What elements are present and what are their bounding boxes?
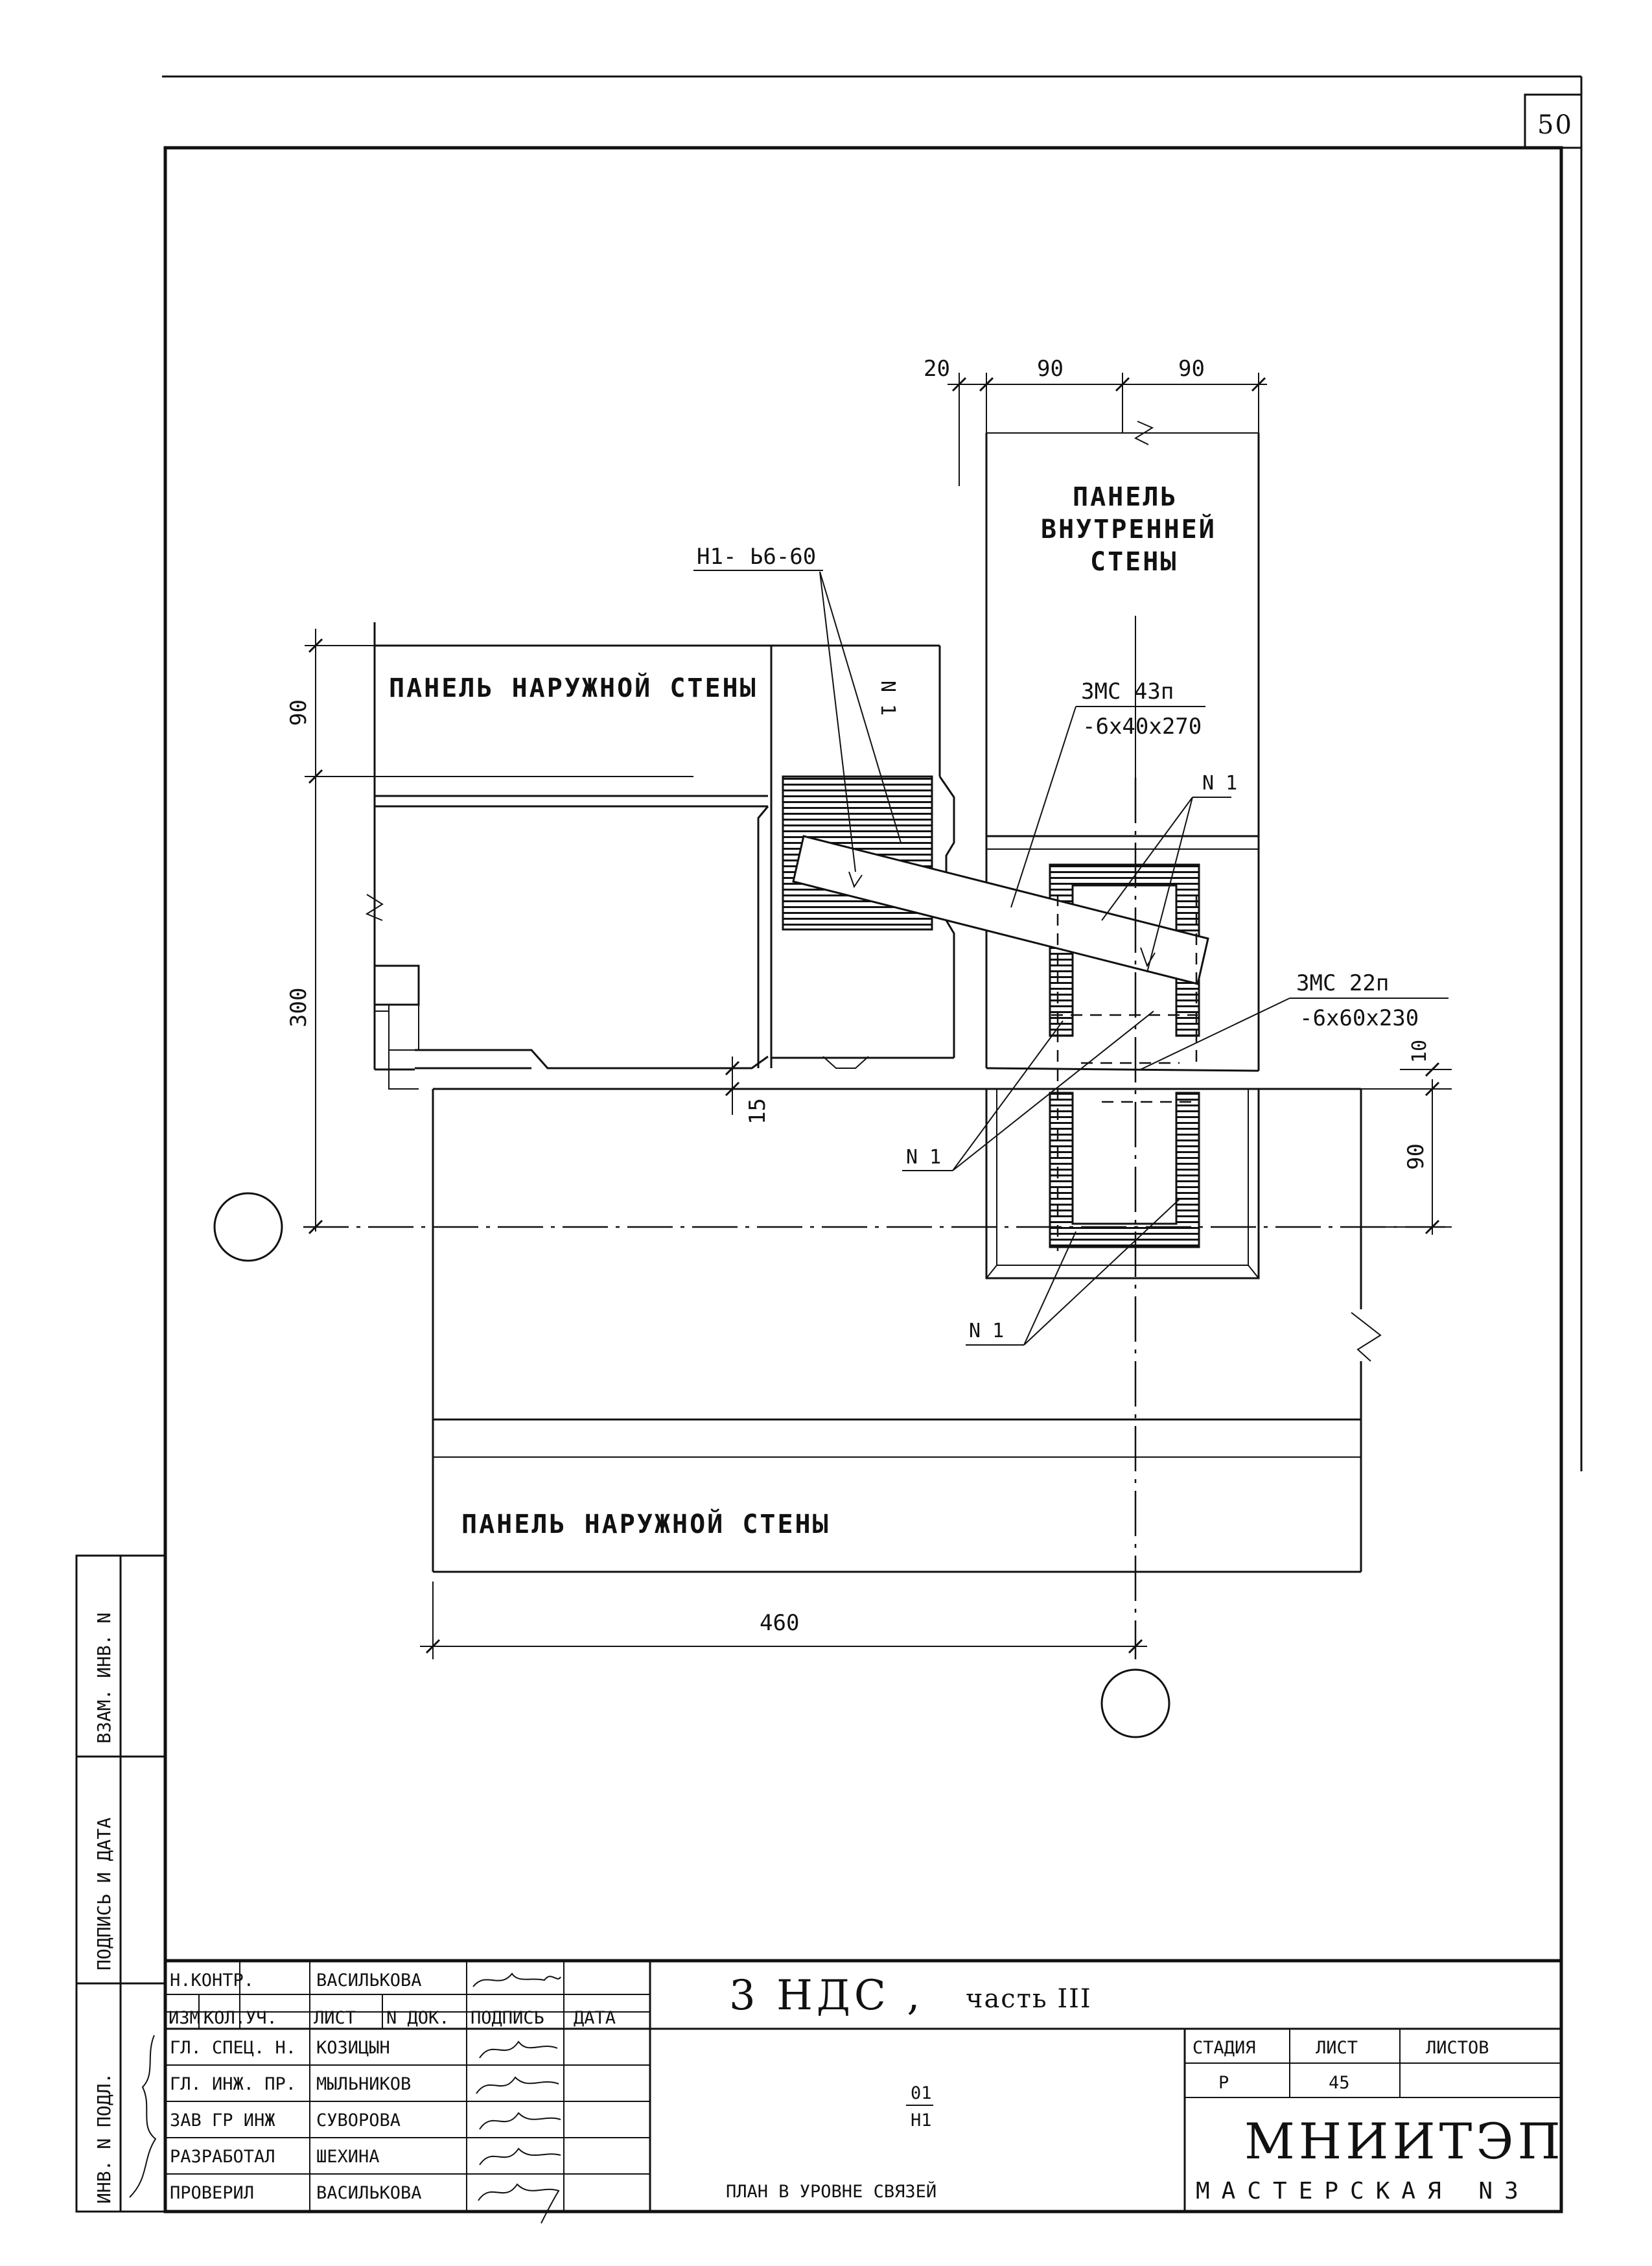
tb-role-5: ПРОВЕРИЛ [170, 2183, 254, 2203]
dim-460: 460 [760, 1610, 799, 1636]
tb-code-den: Н1 [911, 2110, 932, 2131]
tb-nkontr-name: ВАСИЛЬКОВА [316, 1970, 422, 1991]
tb-part: часть III [966, 1984, 1092, 2014]
sheet-number: 50 [1537, 110, 1573, 140]
dim-90-a: 90 [1037, 356, 1064, 382]
strip-zmc43 [792, 835, 1209, 985]
tb-org-sub: МАСТЕРСКАЯ N3 [1196, 2178, 1530, 2204]
inner-panel-label-2: ВНУТРЕННЕЙ [1041, 513, 1216, 544]
tb-code-num: 01 [911, 2083, 932, 2103]
plan-drawing: ПАНЕЛЬ ВНУТРЕННЕЙ СТЕНЫ ПАНЕЛЬ НАРУЖНОЙ … [213, 356, 1452, 1738]
tb-listov-label: ЛИСТОВ [1426, 2038, 1489, 2058]
tb-col-podpis: ПОДПИСЬ [471, 2008, 544, 2028]
tb-col-izm: ИЗМ. [169, 2008, 211, 2028]
outer-panel-top-label: ПАНЕЛЬ НАРУЖНОЙ СТЕНЫ [389, 672, 758, 703]
tb-col-koluch: КОЛ.УЧ. [204, 2008, 277, 2028]
side-podpis-data: ПОДПИСЬ И ДАТА [93, 1817, 115, 1970]
joint-block [985, 1088, 1260, 1279]
inner-panel-label-3: СТЕНЫ [1090, 547, 1178, 577]
callout-zmc22-name: ЗМС 22п [1296, 970, 1389, 996]
tb-name-4: ШЕХИНА [316, 2147, 380, 2167]
signatures [472, 1972, 561, 2224]
callout-zmc43-size: -6х40х270 [1082, 714, 1202, 740]
side-vzam-inv: ВЗАМ. ИНВ. N [93, 1613, 115, 1744]
callout-n1-vertical: N 1 [876, 681, 899, 716]
tb-nkontr-role: Н.КОНТР. [170, 1970, 254, 1991]
tb-stadia-value: Р [1218, 2073, 1229, 2093]
hidden-lines [1056, 894, 1198, 1251]
leader-lines [693, 570, 1448, 1346]
callout-n1-bottom: N 1 [969, 1320, 1004, 1342]
callout-n1-middle: N 1 [906, 1146, 941, 1169]
dim-90-left: 90 [286, 699, 312, 726]
tb-col-data: ДАТА [574, 2008, 616, 2028]
dim-300: 300 [286, 988, 312, 1027]
axis-bubble-vertical [1100, 1668, 1170, 1738]
tb-name-1: КОЗИЦЫН [316, 2038, 390, 2058]
dimension-lines [305, 373, 1452, 1659]
dim-90-right: 90 [1403, 1143, 1429, 1170]
tb-col-ndok: N ДОК. [386, 2008, 450, 2028]
callout-h1: Н1- Ь6-60 [697, 544, 816, 570]
tb-role-3: ЗАВ ГР ИНЖ [170, 2110, 275, 2131]
callout-zmc22-size: -6х60х230 [1299, 1005, 1419, 1031]
dim-15: 15 [745, 1098, 771, 1125]
tb-name-5: ВАСИЛЬКОВА [316, 2183, 422, 2203]
outer-panel-bottom-label: ПАНЕЛЬ НАРУЖНОЙ СТЕНЫ [461, 1508, 830, 1539]
plate-zmc22-lower [1049, 1092, 1200, 1248]
drawing-frame [163, 146, 1563, 2213]
side-stamp: ИНВ. N ПОДЛ. ПОДПИСЬ И ДАТА ВЗАМ. ИНВ. N [75, 1554, 167, 2213]
tb-list-label: ЛИСТ [1316, 2038, 1358, 2058]
tb-role-1: ГЛ. СПЕЦ. Н. [170, 2038, 296, 2058]
axis-bubble-horizontal [213, 1192, 283, 1262]
tb-role-2: ГЛ. ИНЖ. ПР. [170, 2074, 296, 2094]
inventory-number-handwriting [129, 2035, 157, 2198]
title-block: Н.КОНТР. ВАСИЛЬКОВА ИЗМ. КОЛ.УЧ. ЛИСТ N … [163, 1959, 1565, 2224]
inner-panel-label-1: ПАНЕЛЬ [1073, 482, 1178, 512]
axis-lines [303, 778, 1445, 1659]
tb-drawing-title: ПЛАН В УРОВНЕ СВЯЗЕЙ [726, 2181, 937, 2202]
tb-org-name: МНИИТЭП [1244, 2112, 1565, 2170]
tb-name-2: МЫЛЬНИКОВ [316, 2074, 411, 2094]
dim-10: 10 [1408, 1040, 1431, 1063]
dim-20: 20 [924, 356, 950, 382]
dim-90-b: 90 [1178, 356, 1205, 382]
callout-n1-upper: N 1 [1202, 772, 1237, 795]
tb-stadia-label: СТАДИЯ [1192, 2038, 1256, 2058]
tb-role-4: РАЗРАБОТАЛ [170, 2147, 275, 2167]
tb-name-3: СУВОРОВА [316, 2110, 401, 2131]
callout-zmc43-name: ЗМС 43п [1081, 679, 1174, 705]
side-inv-podl: ИНВ. N ПОДЛ. [93, 2073, 115, 2204]
inner-wall-panel: ПАНЕЛЬ ВНУТРЕННЕЙ СТЕНЫ [985, 421, 1260, 1072]
tb-project: 3 НДС , [729, 1972, 924, 2020]
tb-list-value: 45 [1329, 2073, 1350, 2093]
tb-col-list: ЛИСТ [314, 2008, 356, 2028]
